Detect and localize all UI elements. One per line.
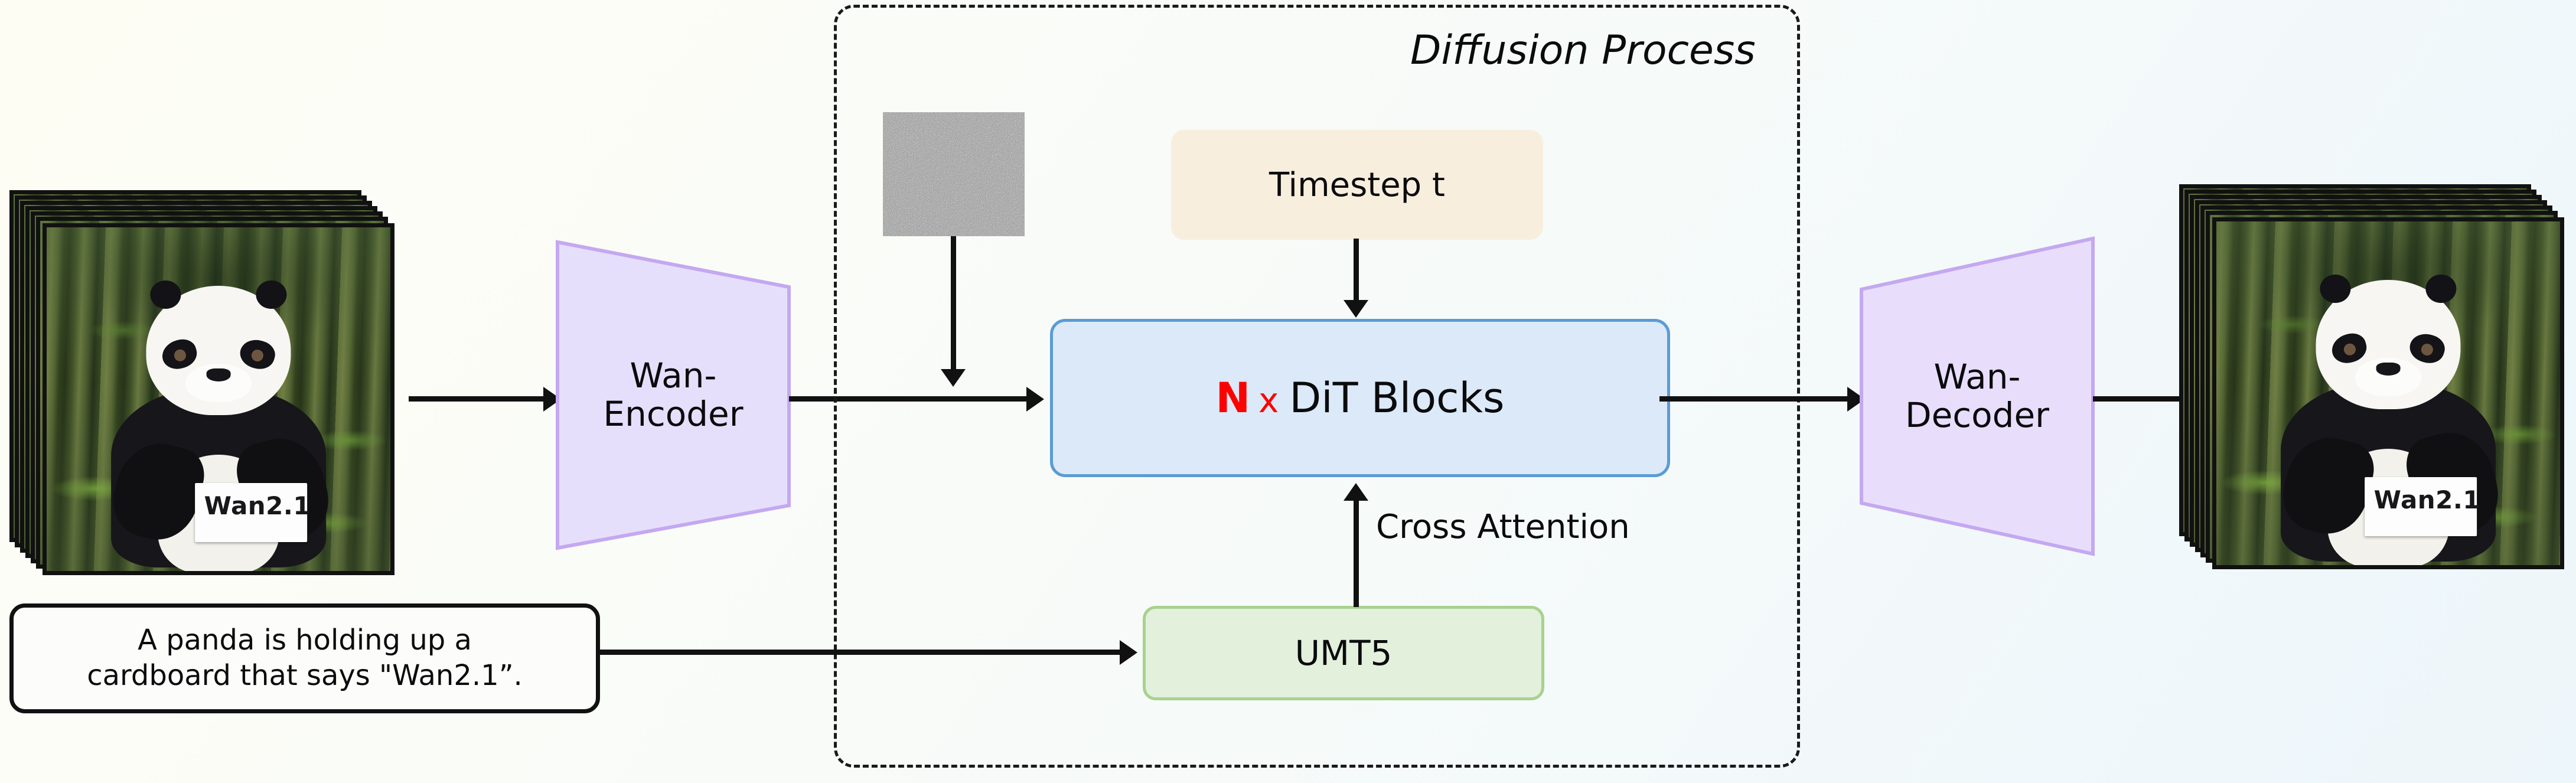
timestep-block[interactable]: Timestep t [1171, 130, 1543, 240]
arrowhead-noise-to-flow [941, 369, 966, 387]
diffusion-process-title: Diffusion Process [1410, 27, 1756, 74]
prompt-line-1: A panda is holding up a [138, 624, 472, 657]
wan-encoder-shape [556, 240, 791, 550]
wan-encoder-label: Wan- Encoder [603, 357, 743, 433]
arrow-encoder-to-dit [789, 396, 1032, 402]
panda-illustration: Wan2.1 [2271, 275, 2507, 565]
arrowhead-umt5-to-dit [1344, 483, 1368, 501]
wan-encoder-block[interactable]: Wan- Encoder [555, 239, 791, 552]
arrow-dit-to-decoder [1659, 396, 1854, 402]
prompt-textbox[interactable]: A panda is holding up a cardboard that s… [9, 603, 600, 713]
arrowhead-prompt-to-umt5 [1120, 640, 1137, 665]
noise-texture [883, 112, 1025, 236]
cardboard-sign: Wan2.1 [2365, 477, 2481, 537]
cross-attention-label: Cross Attention [1376, 508, 1630, 546]
video-frame-front: Wan2.1 [2212, 217, 2564, 569]
diffusion-process-region [834, 5, 1800, 768]
prompt-line-2: cardboard that says "Wan2.1”. [87, 659, 523, 692]
dit-multiplier: x [1258, 380, 1279, 420]
output-video-frames: Wan2.1 [2179, 184, 2569, 574]
arrow-input-to-encoder [409, 396, 550, 402]
panda-illustration: Wan2.1 [102, 280, 337, 571]
wan-encoder-label-line2: Encoder [603, 394, 744, 434]
wan-decoder-label-line2: Decoder [1905, 395, 2050, 435]
umt5-block[interactable]: UMT5 [1143, 606, 1544, 700]
cardboard-sign: Wan2.1 [195, 483, 311, 543]
wan-decoder-label: Wan- Decoder [1905, 358, 2049, 435]
arrowhead-timestep-to-dit [1344, 300, 1368, 318]
cardboard-sign-text: Wan2.1 [2373, 485, 2481, 515]
arrow-noise-to-flow [951, 236, 956, 372]
wan-decoder-label-line1: Wan- [1933, 357, 2021, 397]
input-video-frames: Wan2.1 [9, 190, 399, 580]
umt5-label: UMT5 [1294, 633, 1393, 673]
cardboard-sign-text: Wan2.1 [204, 491, 311, 521]
dit-repeat-count: N [1215, 374, 1251, 422]
arrow-decoder-to-output [2093, 396, 2195, 402]
wan-encoder-label-line1: Wan- [630, 355, 717, 396]
dit-blocks-text: DiT Blocks [1289, 374, 1505, 422]
arrow-timestep-to-dit [1354, 239, 1359, 304]
wan-decoder-shape [1860, 236, 2095, 556]
gaussian-noise-patch [883, 112, 1025, 236]
arrow-prompt-to-umt5 [599, 650, 1124, 655]
arrow-umt5-to-dit [1354, 500, 1359, 607]
video-frame-front: Wan2.1 [43, 223, 394, 575]
timestep-label: Timestep t [1269, 165, 1445, 204]
arrowhead-encoder-to-dit [1026, 387, 1044, 412]
wan-decoder-block[interactable]: Wan- Decoder [1859, 235, 2095, 557]
